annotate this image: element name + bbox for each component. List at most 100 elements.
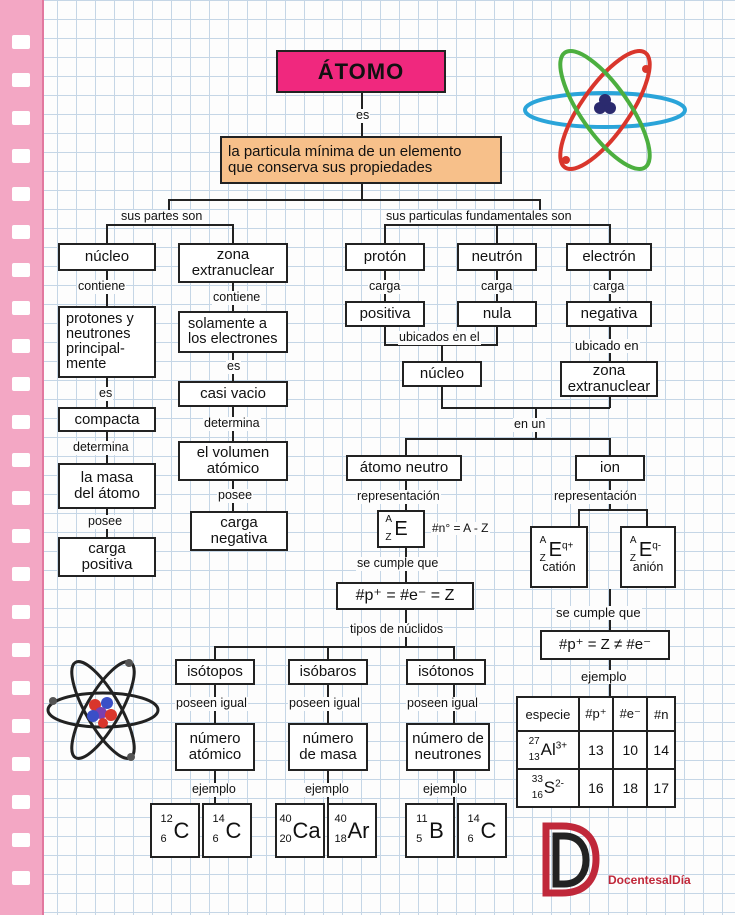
atomic-number: Z: [385, 531, 392, 543]
table-header-row: especie #p⁺ #e⁻ #n: [516, 696, 676, 732]
example-nuclide: 40 20 Ca: [275, 803, 325, 858]
mass-number: 14: [467, 812, 480, 825]
mass-number: 14: [212, 812, 225, 825]
binder-hole: [12, 301, 30, 315]
binder-hole: [12, 833, 30, 847]
box-nucleo-contents: protones y neutrones principal- mente: [58, 306, 156, 378]
mass-number: A: [385, 513, 392, 525]
text: neutrones: [414, 746, 482, 763]
element-symbol: C: [225, 817, 242, 843]
label-nucleo-determina: determina: [72, 440, 130, 455]
box-neutral-symbol: A Z E: [377, 510, 425, 548]
binder-hole: [12, 187, 30, 201]
atomic-number: 6: [160, 832, 167, 845]
definition-line-1: la particula mínima de un elemento: [228, 143, 462, 161]
element-symbol: Ar: [347, 817, 370, 843]
element-symbol: E: [638, 538, 653, 561]
binder-hole: [12, 111, 30, 125]
box-zona-extranuclear: zona extranuclear: [178, 243, 288, 283]
label-neutron-carga: carga: [480, 279, 514, 294]
table-cell: 16: [577, 768, 615, 808]
label-neutral-cumple: se cumple que: [356, 556, 440, 571]
box-anion: A Z Eq- anión: [620, 526, 676, 588]
table-header: especie: [516, 696, 580, 732]
charge: 2-: [555, 778, 565, 790]
atomic-number: 18: [334, 832, 347, 845]
label-nucleo-es: es: [98, 386, 114, 401]
table-header: #n: [646, 696, 676, 732]
atom-nucleus-icon: [46, 659, 160, 761]
text: principal-: [66, 341, 125, 357]
binder-hole: [12, 149, 30, 163]
table-cell: 13: [577, 730, 615, 770]
binder-hole: [12, 529, 30, 543]
mass-number: 12: [160, 812, 173, 825]
element-symbol: C: [480, 817, 497, 843]
definition-box: la particula mínima de un elemento que c…: [220, 136, 502, 184]
element-symbol: E: [394, 517, 408, 540]
charge: q+: [561, 540, 574, 552]
element-symbol: Al: [540, 740, 556, 759]
box-electron: electrón: [566, 243, 652, 271]
mass-number: 40: [334, 812, 347, 825]
binder-hole: [12, 377, 30, 391]
box-atomo-neutro: átomo neutro: [346, 455, 462, 481]
text: la masa: [80, 469, 134, 487]
label-zona-posee: posee: [217, 488, 254, 503]
mass-number: 11: [416, 812, 428, 825]
formula-neutrons: #n° = A - Z: [431, 521, 490, 536]
text: extranuclear: [191, 262, 275, 279]
text: neutrones: [66, 325, 131, 342]
brand-logo: [542, 822, 600, 897]
mass-number: A: [539, 534, 547, 546]
box-ion: ion: [575, 455, 645, 481]
text: negativa: [210, 530, 268, 547]
box-nula: nula: [457, 301, 537, 327]
box-carga-negativa: carga negativa: [190, 511, 288, 551]
label-electron-carga: carga: [592, 279, 626, 294]
label-ubicados-en-el: ubicados en el: [398, 330, 481, 345]
label-ion-ejemplo: ejemplo: [580, 669, 628, 685]
label-ubicado-en: ubicado en: [574, 338, 640, 354]
text: zona: [592, 362, 626, 380]
label-en-un: en un: [513, 417, 547, 432]
label-particles: sus particulas fundamentales son: [385, 209, 573, 224]
element-symbol: C: [173, 817, 190, 843]
text: carga: [88, 540, 126, 558]
text: atómico: [206, 460, 260, 477]
example-nuclide: 40 18 Ar: [327, 803, 377, 858]
binder-hole: [12, 415, 30, 429]
element-symbol: Ca: [292, 817, 321, 843]
binder-hole: [12, 225, 30, 239]
box-compacta: compacta: [58, 407, 156, 432]
box-neutral-equation: #p⁺ = #e⁻ = Z: [336, 582, 474, 610]
atomic-number: 5: [416, 832, 423, 845]
binder-hole: [12, 605, 30, 619]
label-nucleo-contiene: contiene: [77, 279, 127, 294]
text: número de: [412, 730, 484, 748]
box-proton: protón: [345, 243, 425, 271]
example-nuclide: 11 5 B: [405, 803, 455, 858]
definition-line-2: que conserva sus propiedades: [228, 159, 433, 176]
binder-hole: [12, 795, 30, 809]
box-isobaros: isóbaros: [288, 659, 368, 685]
box-cation: A Z Eq+ catión: [530, 526, 588, 588]
text: protones y: [66, 310, 134, 327]
text: zona: [216, 246, 250, 264]
text: número: [189, 730, 241, 748]
binder-hole: [12, 339, 30, 353]
binder-hole: [12, 871, 30, 885]
label-poseen-igual: poseen igual: [406, 696, 479, 711]
binder-hole: [12, 719, 30, 733]
table-row: 27 13 Al3+ 13 10 14: [516, 730, 676, 770]
text: de masa: [299, 746, 357, 763]
box-positiva: positiva: [345, 301, 425, 327]
box-negativa: negativa: [566, 301, 652, 327]
mass-number: 27: [528, 736, 540, 747]
box-nucleo-location: núcleo: [402, 361, 482, 387]
table-cell: 14: [646, 730, 676, 770]
charge: 3+: [555, 740, 568, 752]
